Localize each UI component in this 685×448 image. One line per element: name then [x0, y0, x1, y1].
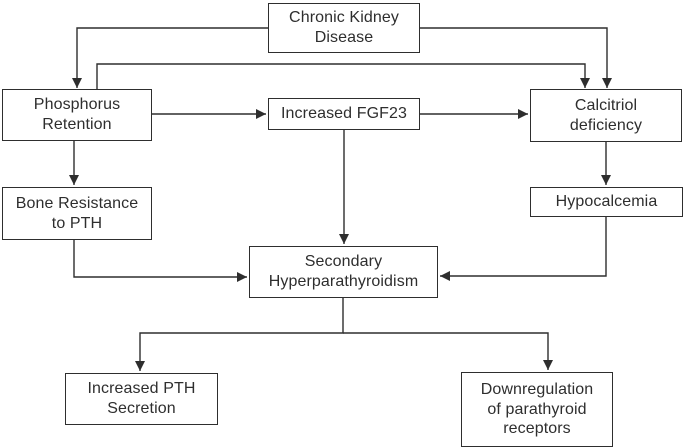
- node-label-phosphorus-retention: Phosphorus Retention: [33, 96, 121, 133]
- node-label-hypocalcemia: Hypocalcemia: [555, 193, 658, 211]
- node-label-secondary-hyperparathyroidism: Secondary Hyperparathyroidism: [268, 253, 419, 290]
- node-label-calcitriol-deficiency: Calcitriol deficiency: [569, 96, 643, 134]
- node-increased-pth-secretion: Increased PTH Secretion: [65, 373, 218, 425]
- node-increased-fgf23: Increased FGF23: [268, 98, 420, 130]
- arrow-ckd-to-calcitriol-deficiency: [420, 27, 612, 88]
- arrow-hypocalcemia-to-secondary-hpt: [440, 217, 607, 281]
- node-bone-resistance-to-pth: Bone Resistance to PTH: [2, 187, 152, 240]
- arrow-secondary-hpt-to-increased-pth-secretion: [135, 298, 344, 371]
- node-phosphorus-retention: Phosphorus Retention: [2, 89, 152, 141]
- node-label-increased-fgf23: Increased FGF23: [281, 105, 407, 123]
- node-label-downregulation-parathyroid-receptors: Downregulation of parathyroid receptors: [480, 381, 594, 438]
- arrow-secondary-hpt-to-downregulation: [343, 332, 553, 370]
- node-secondary-hyperparathyroidism: Secondary Hyperparathyroidism: [249, 246, 438, 298]
- arrow-bone-resistance-to-secondary-hpt: [73, 240, 247, 282]
- arrow-ckd-to-phosphorus-retention: [72, 27, 268, 88]
- node-label-increased-pth-secretion: Increased PTH Secretion: [87, 380, 196, 417]
- node-downregulation-parathyroid-receptors: Downregulation of parathyroid receptors: [461, 372, 613, 447]
- node-label-chronic-kidney-disease: Chronic Kidney Disease: [289, 9, 399, 46]
- arrow-phosphorus-retention-to-calcitriol-deficiency: [96, 63, 590, 89]
- node-hypocalcemia: Hypocalcemia: [530, 187, 683, 217]
- node-chronic-kidney-disease: Chronic Kidney Disease: [268, 3, 420, 53]
- node-label-bone-resistance-to-pth: Bone Resistance to PTH: [15, 194, 139, 232]
- node-calcitriol-deficiency: Calcitriol deficiency: [530, 89, 682, 142]
